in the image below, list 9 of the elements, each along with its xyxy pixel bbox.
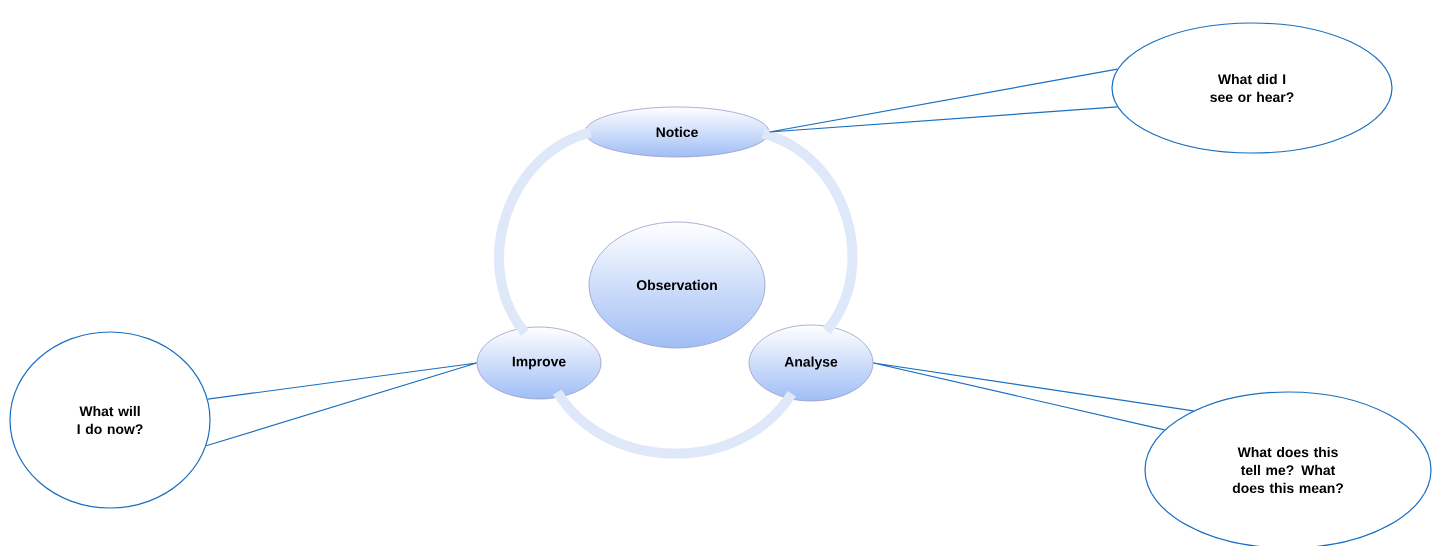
callout-tail [872, 362, 1194, 431]
callout-tail [768, 68, 1118, 133]
callout-tail [205, 362, 478, 447]
speech-bubble: What will I do now? [9, 331, 211, 509]
ring-arc [494, 127, 593, 336]
ring-arc [553, 389, 796, 459]
ring-arc [761, 128, 858, 334]
speech-bubble: What did I see or hear? [1111, 22, 1393, 154]
speech-bubble: What does this tell me? What does this mean? [1144, 391, 1432, 546]
